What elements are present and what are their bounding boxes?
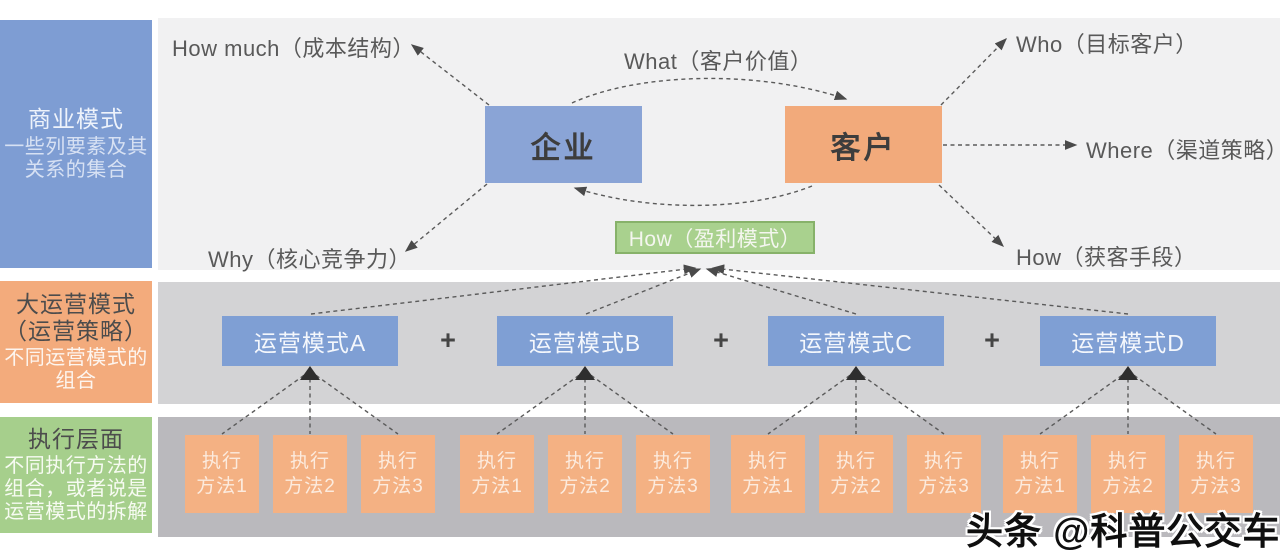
execution-method-line2: 方法2 bbox=[559, 476, 611, 497]
execution-method-line2: 方法3 bbox=[647, 476, 699, 497]
operation-mode-b-box: 运营模式B bbox=[497, 316, 673, 366]
execution-method-box: 执行 方法2 bbox=[819, 435, 893, 513]
annotation-how-much-cost: How much（成本结构） bbox=[172, 36, 415, 61]
execution-method-line2: 方法2 bbox=[1102, 476, 1154, 497]
enterprise-box: 企业 bbox=[485, 106, 642, 183]
execution-method-box: 执行 方法3 bbox=[636, 435, 710, 513]
legend-business-subtitle: 一些列要素及其 关系的集合 bbox=[4, 136, 148, 181]
execution-method-box: 执行 方法1 bbox=[1003, 435, 1077, 513]
legend-execution-level: 执行层面 不同执行方法的 组合，或者说是 运营模式的拆解 bbox=[0, 417, 152, 533]
legend-execution-subtitle: 不同执行方法的 组合，或者说是 运营模式的拆解 bbox=[4, 455, 148, 523]
execution-method-line2: 方法1 bbox=[1014, 476, 1066, 497]
watermark-toutiao: 头条 @科普公交车 bbox=[966, 511, 1280, 552]
execution-method-box: 执行 方法3 bbox=[1179, 435, 1253, 513]
operation-mode-c-box: 运营模式C bbox=[768, 316, 944, 366]
legend-operation-subtitle: 不同运营模式的 组合 bbox=[4, 347, 148, 392]
customer-box: 客户 bbox=[785, 106, 942, 183]
profit-model-chip: How（盈利模式） bbox=[615, 221, 815, 254]
plus-sign: + bbox=[984, 325, 1000, 355]
execution-method-line2: 方法1 bbox=[471, 476, 523, 497]
legend-execution-title: 执行层面 bbox=[28, 426, 124, 452]
execution-method-line2: 方法3 bbox=[372, 476, 424, 497]
legend-business-model: 商业模式 一些列要素及其 关系的集合 bbox=[0, 20, 152, 268]
execution-method-line1: 执行 bbox=[1107, 451, 1148, 472]
execution-method-line1: 执行 bbox=[564, 451, 605, 472]
execution-method-line2: 方法1 bbox=[196, 476, 248, 497]
execution-method-line1: 执行 bbox=[923, 451, 964, 472]
plus-sign: + bbox=[440, 325, 456, 355]
execution-method-box: 执行 方法2 bbox=[273, 435, 347, 513]
execution-method-line1: 执行 bbox=[1195, 451, 1236, 472]
legend-operation-model: 大运营模式 （运营策略） 不同运营模式的 组合 bbox=[0, 281, 152, 403]
execution-method-line1: 执行 bbox=[201, 451, 242, 472]
legend-operation-title: 大运营模式 （运营策略） bbox=[4, 291, 148, 344]
annotation-how-acquire: How（获客手段） bbox=[1016, 245, 1197, 270]
execution-method-line1: 执行 bbox=[377, 451, 418, 472]
execution-method-box: 执行 方法3 bbox=[907, 435, 981, 513]
legend-business-title: 商业模式 bbox=[28, 106, 124, 132]
execution-method-box: 执行 方法2 bbox=[1091, 435, 1165, 513]
execution-method-line2: 方法3 bbox=[918, 476, 970, 497]
annotation-why-competence: Why（核心竞争力） bbox=[208, 247, 412, 272]
execution-method-line1: 执行 bbox=[835, 451, 876, 472]
execution-method-line1: 执行 bbox=[747, 451, 788, 472]
execution-method-box: 执行 方法1 bbox=[185, 435, 259, 513]
execution-method-line1: 执行 bbox=[476, 451, 517, 472]
execution-method-box: 执行 方法1 bbox=[731, 435, 805, 513]
execution-method-line2: 方法2 bbox=[830, 476, 882, 497]
enterprise-label: 企业 bbox=[530, 131, 597, 165]
execution-method-line1: 执行 bbox=[289, 451, 330, 472]
execution-method-line2: 方法2 bbox=[284, 476, 336, 497]
annotation-where-channel: Where（渠道策略） bbox=[1086, 138, 1280, 163]
execution-method-line1: 执行 bbox=[652, 451, 693, 472]
execution-method-box: 执行 方法2 bbox=[548, 435, 622, 513]
annotation-what-value: What（客户价值） bbox=[624, 49, 813, 74]
operation-mode-a-box: 运营模式A bbox=[222, 316, 398, 366]
execution-method-box: 执行 方法1 bbox=[460, 435, 534, 513]
execution-method-line2: 方法3 bbox=[1190, 476, 1242, 497]
annotation-who-target: Who（目标客户） bbox=[1016, 32, 1198, 57]
customer-label: 客户 bbox=[830, 131, 897, 165]
execution-method-box: 执行 方法3 bbox=[361, 435, 435, 513]
operation-mode-d-box: 运营模式D bbox=[1040, 316, 1216, 366]
plus-sign: + bbox=[713, 325, 729, 355]
execution-method-line1: 执行 bbox=[1019, 451, 1060, 472]
execution-method-line2: 方法1 bbox=[742, 476, 794, 497]
